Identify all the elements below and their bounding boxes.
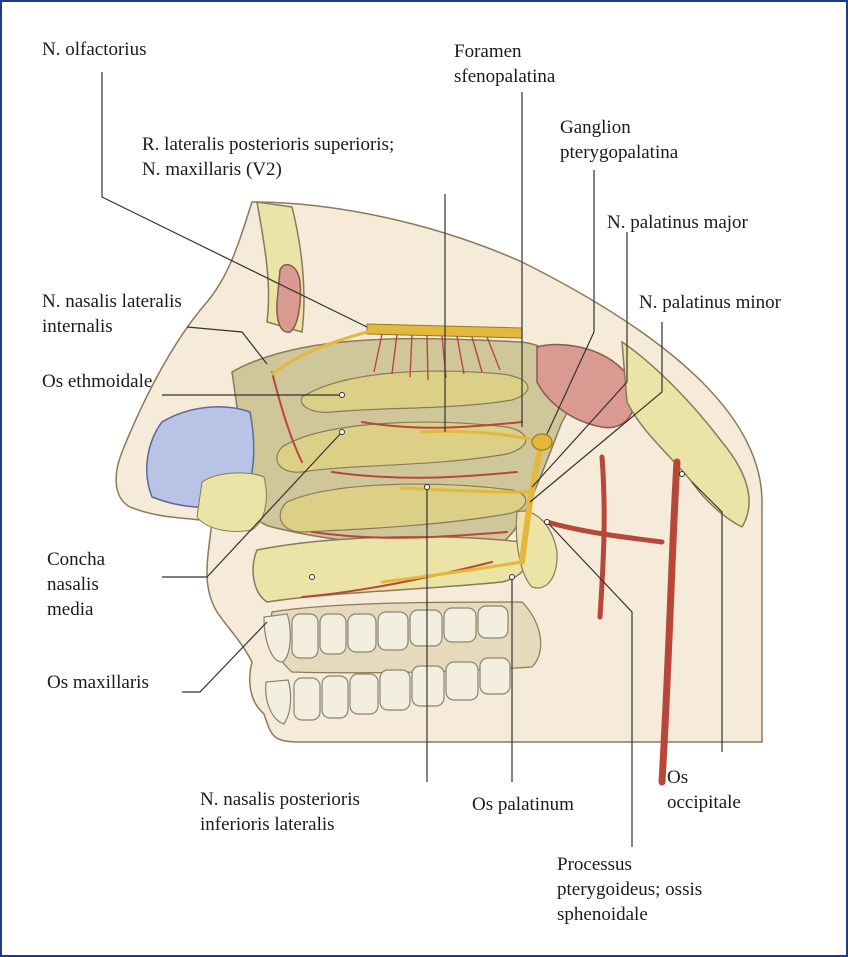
label-line: inferioris lateralis xyxy=(200,812,360,837)
label-line: media xyxy=(47,597,105,622)
frontal-sinus xyxy=(277,265,301,333)
label-line: Os ethmoidale xyxy=(42,369,152,394)
label-line: occipitale xyxy=(667,790,741,815)
pterygopalatine-ganglion xyxy=(532,434,552,450)
label-n-palatinus-minor: N. palatinus minor xyxy=(639,290,781,315)
label-line: pterygoideus; ossis xyxy=(557,877,702,902)
label-line: N. olfactorius xyxy=(42,37,146,62)
label-foramen-sfenopalatina: Foramen sfenopalatina xyxy=(454,39,555,89)
label-line: Ganglion xyxy=(560,115,678,140)
label-os-occipitale: Os occipitale xyxy=(667,765,741,815)
label-r-lateralis: R. lateralis posterioris superioris; N. … xyxy=(142,132,394,182)
label-processus: Processus pterygoideus; ossis sphenoidal… xyxy=(557,852,702,927)
label-n-nasalis-lateralis: N. nasalis lateralis internalis xyxy=(42,289,182,339)
label-line: Os xyxy=(667,765,741,790)
label-line: sphenoidale xyxy=(557,902,702,927)
label-line: pterygopalatina xyxy=(560,140,678,165)
label-line: nasalis xyxy=(47,572,105,597)
label-os-palatinum: Os palatinum xyxy=(472,792,574,817)
label-ganglion: Ganglion pterygopalatina xyxy=(560,115,678,165)
label-line: R. lateralis posterioris superioris; xyxy=(142,132,394,157)
label-line: Os maxillaris xyxy=(47,670,149,695)
label-os-maxillaris: Os maxillaris xyxy=(47,670,149,695)
label-line: sfenopalatina xyxy=(454,64,555,89)
label-line: Concha xyxy=(47,547,105,572)
label-n-nasalis-posterioris: N. nasalis posterioris inferioris latera… xyxy=(200,787,360,837)
label-line: Os palatinum xyxy=(472,792,574,817)
nasal-fat-pad xyxy=(197,473,266,532)
label-line: internalis xyxy=(42,314,182,339)
label-n-olfactorius: N. olfactorius xyxy=(42,37,146,62)
label-line: N. maxillaris (V2) xyxy=(142,157,394,182)
label-line: Foramen xyxy=(454,39,555,64)
label-n-palatinus-major: N. palatinus major xyxy=(607,210,748,235)
label-line: N. palatinus major xyxy=(607,210,748,235)
label-line: Processus xyxy=(557,852,702,877)
label-concha: Concha nasalis media xyxy=(47,547,105,622)
label-os-ethmoidale: Os ethmoidale xyxy=(42,369,152,394)
label-line: N. nasalis lateralis xyxy=(42,289,182,314)
label-line: N. nasalis posterioris xyxy=(200,787,360,812)
label-line: N. palatinus minor xyxy=(639,290,781,315)
